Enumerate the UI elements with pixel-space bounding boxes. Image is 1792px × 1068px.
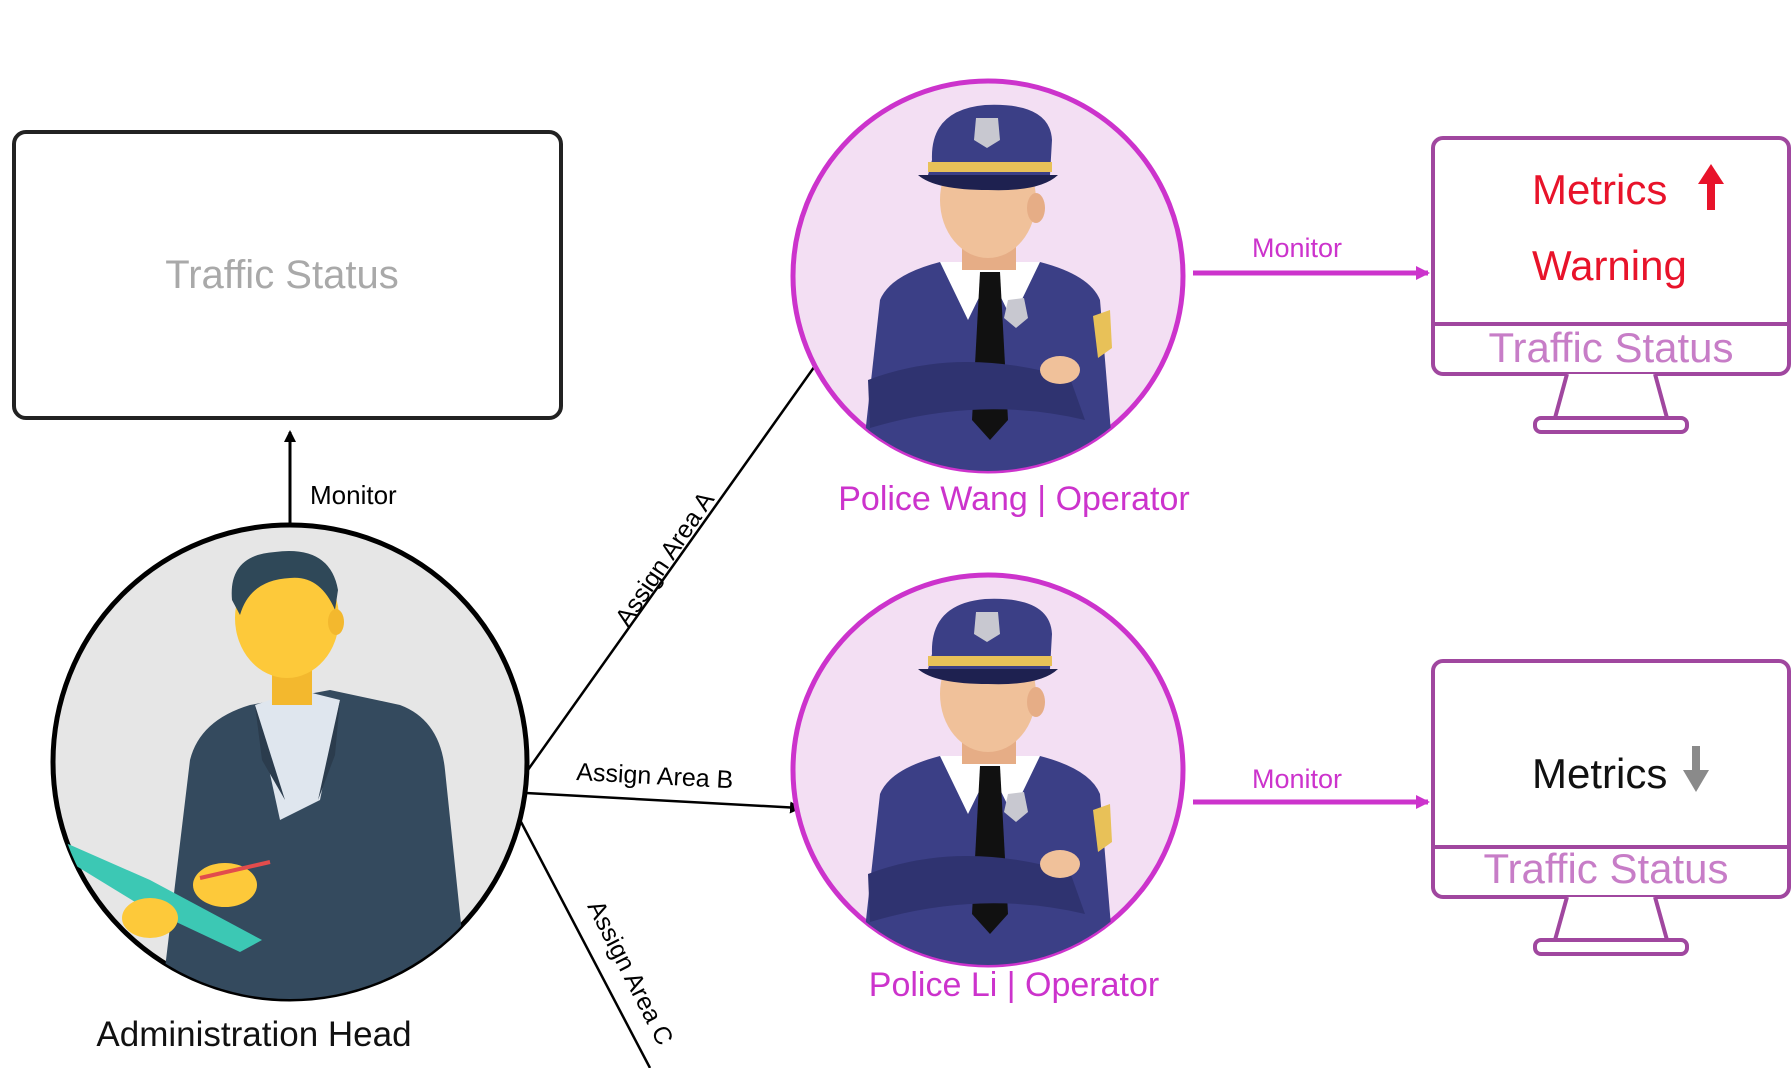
- police-officer-icon: [860, 104, 1115, 471]
- admin-monitor-label: Monitor: [310, 480, 397, 510]
- monitor-stand: [1533, 373, 1689, 434]
- administration-head-node: Administration Head: [50, 522, 530, 1054]
- administration-head-label: Administration Head: [96, 1015, 411, 1054]
- operator-wang-screen: Metrics Warning Traffic Status: [1431, 136, 1791, 434]
- operator-li-monitor-label: Monitor: [1252, 764, 1342, 794]
- businessman-icon: [53, 551, 470, 999]
- operator-li-label: Police Li | Operator: [869, 966, 1159, 1004]
- operator-li-monitor-connector: Monitor: [1193, 764, 1430, 809]
- admin-monitor-connector: Monitor: [284, 430, 397, 527]
- operator-wang-monitor-connector: Monitor: [1193, 233, 1430, 280]
- operator-wang-label: Police Wang | Operator: [838, 480, 1190, 518]
- monitor-stand: [1533, 896, 1689, 956]
- operator-wang-node: Police Wang | Operator: [790, 78, 1190, 518]
- assign-area-c-connector: Assign Area C: [518, 819, 679, 1068]
- wang-screen-warning: Warning: [1532, 242, 1687, 289]
- police-officer-icon: [860, 598, 1115, 965]
- operator-li-node: Police Li | Operator: [790, 572, 1186, 1004]
- admin-traffic-display-label: Traffic Status: [165, 253, 398, 297]
- operator-li-screen: Metrics Traffic Status: [1431, 659, 1791, 956]
- assign-area-c-label: Assign Area C: [582, 896, 679, 1050]
- trend-up-icon: [1698, 164, 1724, 210]
- li-screen-footer: Traffic Status: [1483, 845, 1728, 892]
- assign-area-a-connector: Assign Area A: [523, 354, 824, 775]
- assign-area-b-label: Assign Area B: [576, 758, 734, 794]
- wang-screen-metrics: Metrics: [1532, 166, 1667, 213]
- trend-down-icon: [1683, 746, 1709, 792]
- li-screen-metrics: Metrics: [1532, 750, 1667, 797]
- assign-area-b-connector: Assign Area B: [525, 758, 802, 814]
- wang-screen-footer: Traffic Status: [1488, 324, 1733, 371]
- assign-area-a-label: Assign Area A: [610, 486, 720, 631]
- operator-wang-monitor-label: Monitor: [1252, 233, 1342, 263]
- admin-traffic-display: Traffic Status: [12, 130, 563, 420]
